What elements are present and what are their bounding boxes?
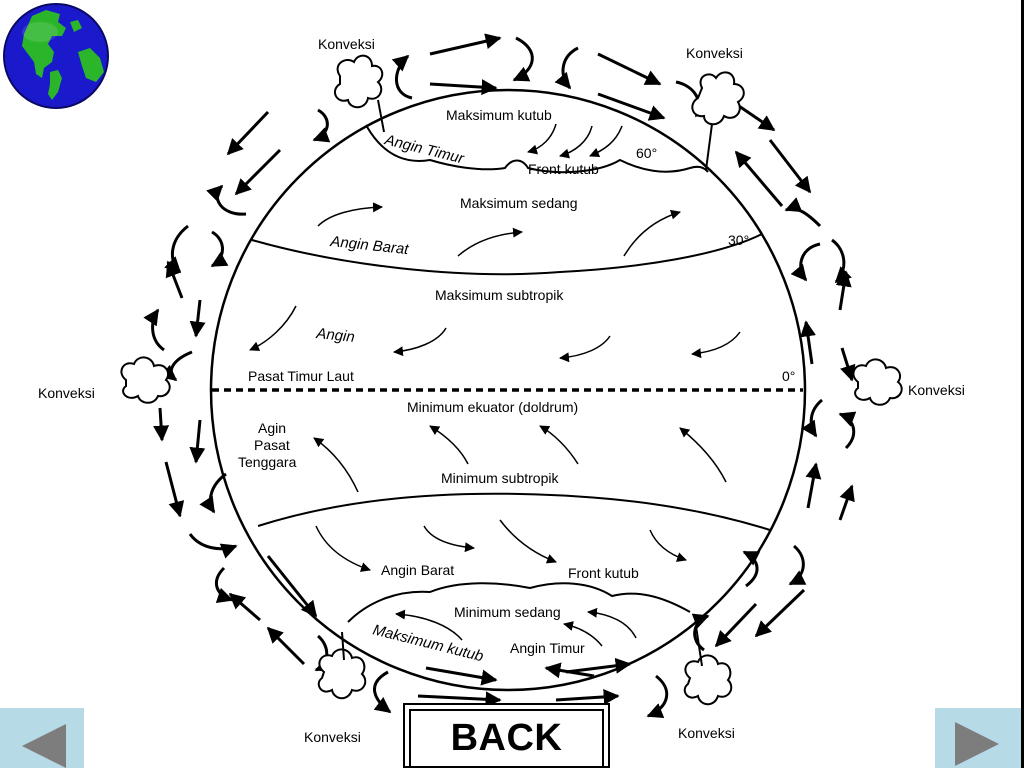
convection-label-right: Konveksi	[908, 382, 965, 398]
cloud-icon	[120, 356, 171, 404]
south-subtropic-wind-label-3: Tenggara	[238, 454, 297, 470]
convection-label-bottom-right: Konveksi	[678, 725, 735, 741]
cloud-icon	[683, 625, 733, 706]
north-temperate-pressure-label: Maksimum sedang	[460, 195, 578, 211]
interior-wind-arrows	[249, 123, 741, 647]
latitude-60-label: 60°	[636, 145, 657, 161]
triangle-left-icon	[22, 724, 66, 768]
back-button-label: BACK	[450, 717, 563, 759]
latitude-30-south-line	[257, 492, 771, 531]
previous-slide-button[interactable]	[0, 708, 84, 768]
outer-circulation-arrows	[143, 33, 857, 719]
south-subtropic-wind-label-2: Pasat	[254, 437, 290, 453]
north-polar-pressure-label: Maksimum kutub	[446, 107, 552, 123]
north-subtropic-wind-label-1: Angin	[315, 325, 356, 346]
north-temperate-wind-label: Angin Barat	[329, 233, 411, 258]
globe-icon	[3, 3, 109, 109]
cloud-icon	[852, 358, 903, 406]
south-temperate-front-label: Front kutub	[568, 565, 639, 581]
back-button-frame: BACK	[409, 709, 604, 766]
latitude-30-north-line	[251, 233, 763, 276]
cloud-icon	[691, 71, 745, 171]
convection-label-top-left: Konveksi	[318, 36, 375, 52]
north-polar-wind-label: Angin Timur	[382, 131, 466, 168]
latitude-0-label: 0°	[782, 368, 795, 384]
convection-label-top-right: Konveksi	[686, 45, 743, 61]
south-subtropic-pressure-label: Minimum subtropik	[441, 470, 559, 486]
next-slide-button[interactable]	[935, 708, 1021, 768]
earth-circle	[209, 88, 807, 692]
south-polar-wind-label: Angin Timur	[510, 640, 585, 656]
north-polar-front-label: Front kutub	[528, 161, 599, 177]
north-subtropic-wind-label-2: Pasat Timur Laut	[248, 368, 354, 384]
north-polar-boundary	[365, 124, 709, 174]
cloud-icon	[317, 631, 367, 700]
triangle-right-icon	[955, 722, 999, 766]
south-polar-pressure-label: Maksimum kutub	[371, 621, 485, 665]
back-button[interactable]: BACK	[403, 703, 610, 768]
convection-label-left: Konveksi	[38, 385, 95, 401]
equator-pressure-label: Minimum ekuator (doldrum)	[407, 399, 578, 415]
south-temperate-pressure-label: Minimum sedang	[454, 604, 561, 620]
convection-label-bottom-left: Konveksi	[304, 729, 361, 745]
south-temperate-wind-label: Angin Barat	[381, 562, 454, 578]
south-subtropic-wind-label-1: Agin	[258, 420, 286, 436]
right-edge-bar	[1021, 0, 1024, 768]
north-subtropic-pressure-label: Maksimum subtropik	[435, 287, 564, 303]
cloud-icon	[333, 54, 385, 133]
south-polar-boundary	[347, 582, 691, 623]
latitude-30-label: 30°	[728, 232, 749, 248]
